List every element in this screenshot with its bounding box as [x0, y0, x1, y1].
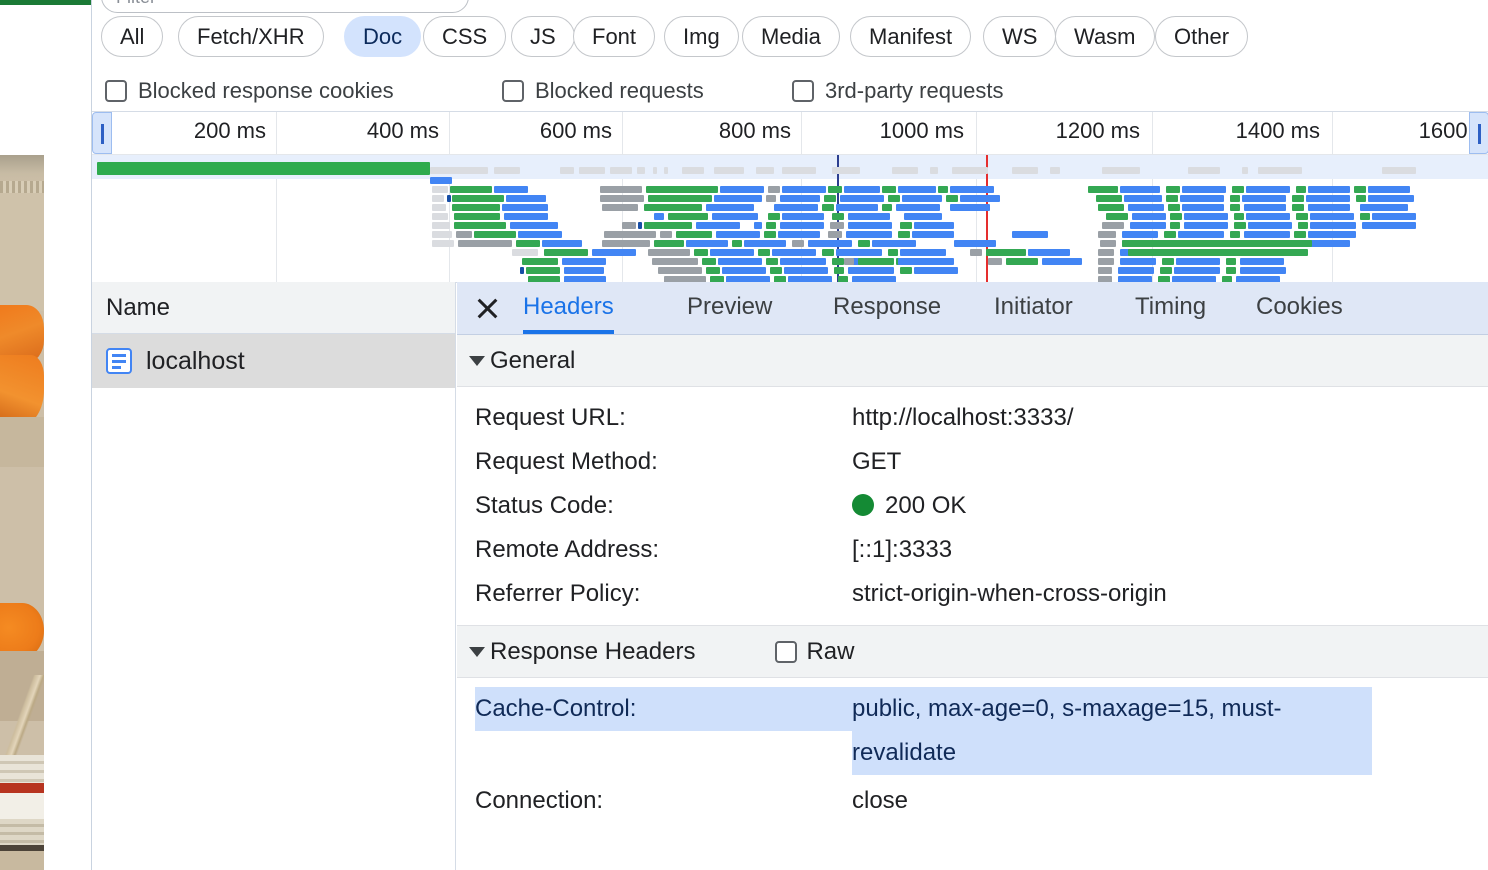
timeline-tick-label: 800 ms: [718, 118, 791, 143]
timeline-tick-label: 200 ms: [193, 118, 266, 143]
header-row-connection[interactable]: Connection: close: [457, 779, 1488, 823]
timeline-right-resize-handle[interactable]: [1469, 112, 1488, 154]
header-key: Connection:: [475, 787, 604, 814]
header-row-status-code[interactable]: Status Code: 200 OK: [457, 484, 1488, 528]
timeline-tick-label: 1600 m: [1418, 118, 1488, 143]
checkbox-blocked-requests[interactable]: Blocked requests: [502, 71, 704, 111]
filter-chip-js[interactable]: JS: [511, 16, 575, 57]
timeline-tick-label: 400 ms: [366, 118, 439, 143]
timeline-ruler: [92, 112, 1488, 155]
request-filter-checkboxes: Blocked response cookies Blocked request…: [92, 71, 1488, 112]
request-detail-pane: Headers Preview Response Initiator Timin…: [457, 282, 1488, 870]
general-headers-list: Request URL: http://localhost:3333/ Requ…: [457, 387, 1488, 626]
detail-tabbar: Headers Preview Response Initiator Timin…: [457, 282, 1488, 335]
section-header-response-headers[interactable]: Response Headers Raw: [457, 626, 1488, 678]
resource-type-filters: All Fetch/XHR Doc CSS JS Font Img Media …: [92, 15, 1488, 71]
tab-initiator[interactable]: Initiator: [994, 293, 1073, 320]
page-top-accent-bar: [0, 0, 91, 5]
timeline-gridline: [276, 112, 277, 282]
chevron-down-icon: [469, 355, 485, 366]
filter-chip-other[interactable]: Other: [1155, 16, 1249, 57]
tab-response[interactable]: Response: [833, 293, 942, 320]
header-row-cache-control[interactable]: Cache-Control: public, max-age=0, s-maxa…: [457, 687, 1488, 775]
checkbox-box-blocked-response-cookies[interactable]: [105, 80, 127, 102]
checkbox-label-blocked-response-cookies: Blocked response cookies: [138, 78, 394, 103]
timeline-tick-label: 1200 ms: [1055, 118, 1140, 143]
response-headers-list: Cache-Control: public, max-age=0, s-maxa…: [457, 678, 1488, 823]
header-key: Status Code:: [475, 492, 614, 519]
filter-chip-wasm[interactable]: Wasm: [1055, 16, 1155, 57]
checkbox-box-raw[interactable]: [775, 640, 798, 663]
checkbox-3rd-party-requests[interactable]: 3rd-party requests: [792, 71, 1004, 111]
timeline-tick-label: 1400 ms: [1235, 118, 1320, 143]
header-value[interactable]: [::1]:3333: [852, 536, 953, 563]
section-title-general: General: [490, 346, 576, 374]
raw-toggle[interactable]: Raw: [775, 638, 854, 666]
request-row-label: localhost: [146, 346, 245, 375]
chevron-down-icon: [469, 646, 485, 657]
request-list: Name localhost: [92, 282, 456, 870]
close-icon[interactable]: [473, 294, 501, 322]
filter-chip-doc[interactable]: Doc: [344, 16, 422, 57]
filter-chip-img[interactable]: Img: [664, 16, 739, 57]
header-value[interactable]: http://localhost:3333/: [852, 404, 1074, 431]
checkbox-box-3rd-party-requests[interactable]: [792, 80, 814, 102]
checkbox-blocked-response-cookies[interactable]: Blocked response cookies: [105, 71, 394, 111]
timeline-waterfall[interactable]: [92, 155, 1488, 282]
filter-chip-all[interactable]: All: [101, 16, 164, 57]
filter-chip-ws[interactable]: WS: [983, 16, 1057, 57]
section-header-general[interactable]: General: [457, 335, 1488, 387]
header-key: Request Method:: [475, 448, 658, 475]
load-event-marker: [986, 155, 988, 282]
checkbox-label-blocked-requests: Blocked requests: [535, 78, 704, 103]
status-ok-dot-icon: [852, 494, 874, 516]
devtools-network-panel: Filter All Fetch/XHR Doc CSS JS Font Img…: [91, 0, 1488, 870]
header-key: Request URL:: [475, 404, 626, 431]
header-value-wrap[interactable]: 200 OK: [852, 484, 966, 528]
tab-timing[interactable]: Timing: [1135, 293, 1207, 320]
tab-preview[interactable]: Preview: [687, 293, 773, 320]
tab-cookies[interactable]: Cookies: [1256, 293, 1343, 320]
filter-chip-css[interactable]: CSS: [423, 16, 507, 57]
timeline-tick-label: 600 ms: [539, 118, 612, 143]
underlying-page[interactable]: [0, 0, 91, 870]
status-code-text: 200 OK: [885, 492, 967, 519]
checkbox-label-raw: Raw: [806, 637, 855, 665]
handle-grip-icon: [1478, 124, 1481, 144]
header-value[interactable]: strict-origin-when-cross-origin: [852, 580, 1167, 607]
filter-toolbar: Filter: [92, 0, 1488, 15]
header-key: Referrer Policy:: [475, 580, 641, 607]
header-row-referrer-policy[interactable]: Referrer Policy: strict-origin-when-cros…: [457, 572, 1488, 616]
filter-chip-font[interactable]: Font: [573, 16, 656, 57]
network-timeline-overview[interactable]: 200 ms 400 ms 600 ms 800 ms 1000 ms 1200…: [92, 112, 1488, 283]
document-icon: [106, 348, 132, 374]
checkbox-box-blocked-requests[interactable]: [502, 80, 524, 102]
tab-headers[interactable]: Headers: [523, 282, 614, 334]
filter-input[interactable]: Filter: [101, 0, 469, 13]
section-title-response-headers: Response Headers: [490, 637, 696, 665]
filter-chip-manifest[interactable]: Manifest: [850, 16, 972, 57]
handle-grip-icon: [101, 124, 104, 144]
header-row-request-url[interactable]: Request URL: http://localhost:3333/: [457, 396, 1488, 440]
section-divider: [457, 625, 1488, 626]
header-value[interactable]: close: [852, 787, 909, 814]
header-value[interactable]: GET: [852, 448, 902, 475]
header-key: Remote Address:: [475, 536, 660, 563]
header-key: Cache-Control:: [475, 687, 852, 731]
product-photo: [0, 155, 44, 870]
main-document-bar: [97, 162, 430, 175]
header-row-remote-address[interactable]: Remote Address: [::1]:3333: [457, 528, 1488, 572]
column-header-name: Name: [106, 293, 171, 321]
header-row-request-method[interactable]: Request Method: GET: [457, 440, 1488, 484]
request-list-header[interactable]: Name: [92, 282, 455, 334]
request-row-localhost[interactable]: localhost: [92, 334, 455, 388]
timeline-left-resize-handle[interactable]: [92, 112, 112, 154]
network-lower-pane: Name localhost Headers Preview Response …: [92, 282, 1488, 870]
timeline-tick-label: 1000 ms: [879, 118, 964, 143]
filter-chip-fetch-xhr[interactable]: Fetch/XHR: [178, 16, 324, 57]
header-value[interactable]: public, max-age=0, s-maxage=15, must-rev…: [852, 687, 1372, 775]
checkbox-label-3rd-party-requests: 3rd-party requests: [825, 78, 1004, 103]
filter-chip-media[interactable]: Media: [742, 16, 840, 57]
